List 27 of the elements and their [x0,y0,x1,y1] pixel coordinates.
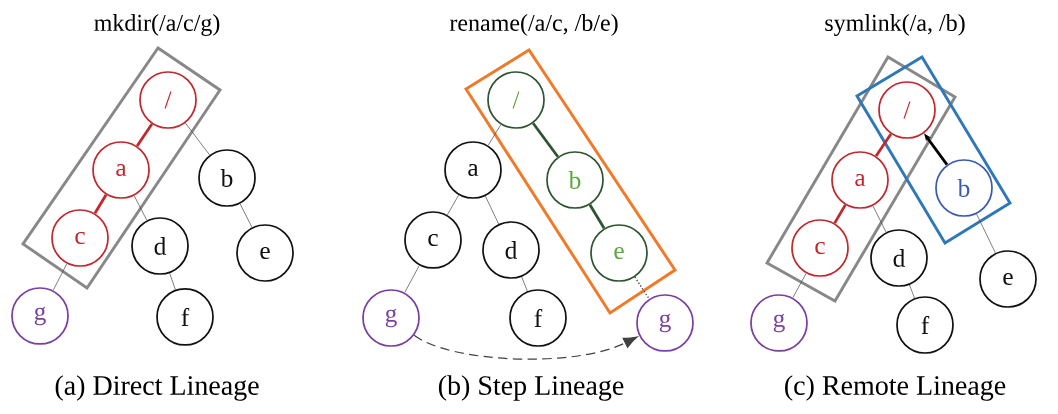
connector-line [52,263,68,291]
connector-line [239,203,253,228]
arrow [413,334,638,360]
connector-line [93,194,108,214]
panel-caption: (c) Remote Lineage [785,375,1006,401]
connector-line [532,122,559,158]
connector-line [874,133,893,157]
connector-line [872,205,887,233]
connector-line [634,276,650,300]
connector-line [133,195,148,221]
connector-line [521,276,528,292]
connector-line [169,272,176,291]
connector-line [185,122,210,156]
connector-line [485,195,499,225]
connector-line [404,265,420,293]
panel-caption: (b) Step Lineage [438,375,624,401]
connector-line [909,284,915,299]
panel-caption: (a) Direct Lineage [55,375,259,401]
panel-title: rename(/a/c, /b/e) [449,14,618,36]
panel-title: mkdir(/a/c/g) [94,14,220,36]
connector-line [792,273,807,298]
connector-line [135,123,154,147]
connector-line [447,194,459,216]
connector-line [588,204,606,229]
connector-line [833,204,847,224]
panel-title: symlink(/a, /b) [825,14,965,36]
connector-line [487,124,502,146]
